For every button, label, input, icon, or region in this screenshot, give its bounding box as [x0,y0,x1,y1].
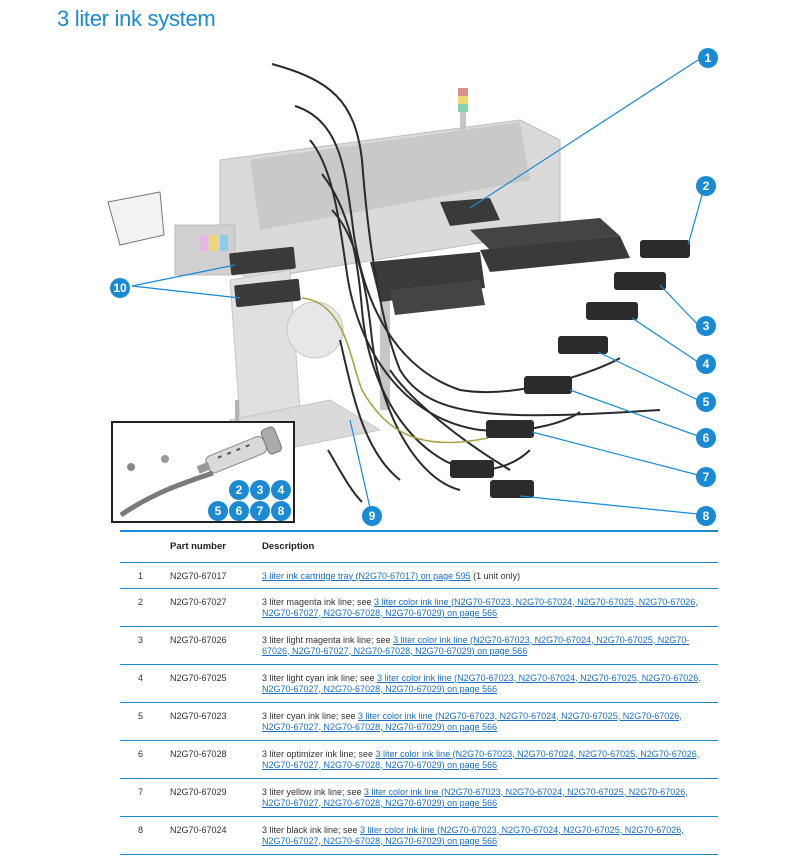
header-part-number: Part number [170,541,226,553]
callout-3: 3 [696,316,716,336]
row-part-number: N2G70-67024 [170,824,227,835]
inset-callout-2: 2 [229,480,249,500]
table-row: 7 N2G70-67029 3 liter yellow ink line; s… [120,778,718,816]
row-part-number: N2G70-67023 [170,710,227,721]
cross-reference-link[interactable]: 3 liter color ink line (N2G70-67023, N2G… [262,710,682,732]
row-description: 3 liter yellow ink line; see 3 liter col… [262,778,718,816]
row-number: 3 [138,634,144,645]
description-suffix: (1 unit only) [470,570,521,581]
description-text: 3 liter light magenta ink line; see [262,634,394,645]
table-row: 6 N2G70-67028 3 liter optimizer ink line… [120,740,718,778]
row-number: 4 [138,672,144,683]
row-part-number: N2G70-67027 [170,596,227,607]
header-number [120,531,170,562]
description-text: 3 liter yellow ink line; see [262,786,365,797]
row-number: 1 [138,570,144,581]
ink-system-illustration: 1 2 3 4 5 6 7 8 9 10 [100,40,740,532]
syringe-inset: 2 3 4 5 6 7 8 [111,421,295,523]
callout-9: 9 [362,506,382,526]
inset-callout-6: 6 [229,501,249,521]
inset-callout-8: 8 [271,501,291,521]
printer-diagram [107,59,705,515]
row-number: 7 [138,786,144,797]
syringe-illustration [119,426,283,518]
row-description: 3 liter ink cartridge tray (N2G70-67017)… [262,562,718,588]
row-part-number: N2G70-67029 [170,786,227,797]
table-row: 2 N2G70-67027 3 liter magenta ink line; … [120,588,718,626]
table-row: 5 N2G70-67023 3 liter cyan ink line; see… [120,702,718,740]
table-row: 3 N2G70-67026 3 liter light magenta ink … [120,626,718,664]
row-description: 3 liter cyan ink line; see 3 liter color… [262,702,718,740]
callout-8: 8 [696,506,716,526]
table-row: 4 N2G70-67025 3 liter light cyan ink lin… [120,664,718,702]
card-lower [234,278,301,308]
callout-1: 1 [698,48,718,68]
callout-10: 10 [110,278,130,298]
callout-4: 4 [696,354,716,374]
row-number: 2 [138,596,144,607]
callout-5: 5 [696,392,716,412]
row-part-number: N2G70-67026 [170,634,227,645]
row-description: 3 liter black ink line; see 3 liter colo… [262,816,718,854]
parts-table: Part number Description 1 N2G70-67017 3 … [120,530,718,855]
card-upper [229,246,296,276]
table-row: 8 N2G70-67024 3 liter black ink line; se… [120,816,718,854]
page-title: 3 liter ink system [57,6,216,31]
row-number: 6 [138,748,144,759]
cross-reference-link[interactable]: 3 liter ink cartridge tray (N2G70-67017)… [262,570,471,581]
description-text: 3 liter cyan ink line; see [262,710,359,721]
row-number: 8 [138,824,144,835]
cross-reference-link[interactable]: 3 liter color ink line (N2G70-67023, N2G… [262,596,698,618]
cross-reference-link[interactable]: 3 liter color ink line (N2G70-67023, N2G… [262,824,684,846]
row-part-number: N2G70-67025 [170,672,227,683]
cross-reference-link[interactable]: 3 liter color ink line (N2G70-67023, N2G… [262,634,690,656]
row-number: 5 [138,710,144,721]
callout-7: 7 [696,467,716,487]
table-row: 1 N2G70-67017 3 liter ink cartridge tray… [120,562,718,588]
valve-assemblies [450,240,690,498]
row-description: 3 liter light magenta ink line; see 3 li… [262,626,718,664]
row-description: 3 liter light cyan ink line; see 3 liter… [262,664,718,702]
callout-6: 6 [696,428,716,448]
description-text: 3 liter black ink line; see [262,824,361,835]
inset-callout-3: 3 [250,480,270,500]
inset-callout-7: 7 [250,501,270,521]
inset-callout-5: 5 [208,501,228,521]
header-description: Description [262,541,315,553]
row-part-number: N2G70-67017 [170,570,227,581]
ink-lines [271,63,661,503]
description-text: 3 liter optimizer ink line; see [262,748,376,759]
description-text: 3 liter magenta ink line; see [262,596,375,607]
cross-reference-link[interactable]: 3 liter color ink line (N2G70-67023, N2G… [262,672,701,694]
cross-reference-link[interactable]: 3 liter color ink line (N2G70-67023, N2G… [262,786,688,808]
table-header-row: Part number Description [120,531,718,562]
tray-part [107,191,165,246]
row-description: 3 liter optimizer ink line; see 3 liter … [262,740,718,778]
description-text: 3 liter light cyan ink line; see [262,672,378,683]
inset-callout-4: 4 [271,480,291,500]
leader-lines [131,59,705,515]
cross-reference-link[interactable]: 3 liter color ink line (N2G70-67023, N2G… [262,748,700,770]
cartridge-trays [370,198,630,315]
row-description: 3 liter magenta ink line; see 3 liter co… [262,588,718,626]
row-part-number: N2G70-67028 [170,748,227,759]
printer-body [174,88,561,451]
callout-2: 2 [696,176,716,196]
